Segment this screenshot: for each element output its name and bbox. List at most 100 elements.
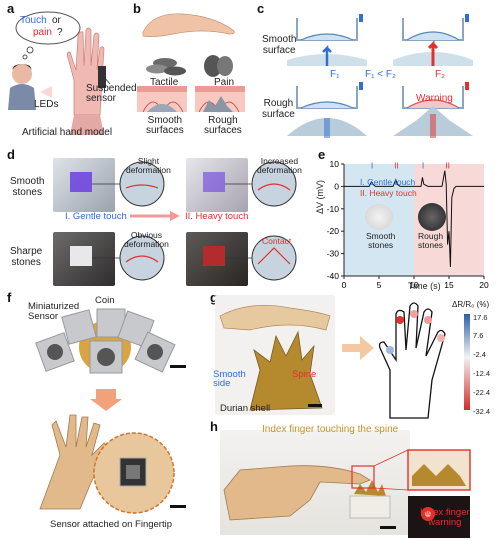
- panel-g-illustration: [219, 302, 470, 419]
- y-tick-label: -10: [327, 204, 340, 214]
- d-heavy-label: II. Heavy touch: [185, 211, 249, 222]
- h-warn-label: Index finger warning: [420, 507, 470, 528]
- suspended-sensor-module: [98, 66, 106, 88]
- panel-a-illustration: [8, 11, 111, 135]
- d-slight-label: Slight deformation: [126, 156, 171, 175]
- force-f1-arrow: [322, 44, 332, 66]
- b-smooth-label: Smooth surfaces: [146, 115, 184, 136]
- zoom-box-small: [351, 465, 375, 489]
- a-sensor-label: Suspended sensor: [86, 83, 137, 104]
- durian-shell: [249, 330, 323, 411]
- panel-f-illustration: [35, 308, 186, 514]
- y-tick-label: 0: [334, 181, 339, 191]
- blue-led-icon: [359, 14, 363, 22]
- hand-icon: [142, 13, 235, 38]
- e-xlabel: Time (s): [408, 281, 441, 291]
- artificial-hand: [66, 27, 105, 116]
- panel-label-b: b: [133, 1, 141, 16]
- g-cb-title: ΔR/R₀ (%): [452, 300, 490, 309]
- g-shell-label: Durian shell: [220, 403, 271, 414]
- colorbar: [464, 314, 470, 410]
- warning-photo: [408, 496, 470, 538]
- c-smooth-label: Smooth surface: [262, 34, 297, 56]
- g-cb-tick-5: -32.4: [473, 407, 491, 416]
- middle-sensor-dot: [410, 310, 418, 318]
- panel-label-c: c: [257, 1, 265, 16]
- panel-d-overlays: [70, 161, 297, 281]
- d-sharpe-label: Sharpe stones: [10, 246, 43, 268]
- f-attached-label: Sensor attached on Fingertip: [50, 519, 172, 530]
- d-smooth-label: Smooth stones: [10, 176, 45, 198]
- panel-c-illustration: [287, 14, 473, 138]
- y-tick-label: -40: [327, 271, 340, 281]
- c-compare-label: F₁ < F₂: [365, 69, 396, 80]
- peak-marker: I: [422, 160, 424, 170]
- x-tick-label: 20: [479, 280, 489, 290]
- force-f2-arrow: [427, 40, 439, 66]
- wooden-hand-h: [223, 465, 371, 521]
- panel-h-illustration: [223, 449, 471, 538]
- panel-label-e: e: [318, 147, 326, 162]
- pinky-sensor-dot: [437, 334, 445, 342]
- thought-cloud: [15, 11, 81, 45]
- panel-label-h: h: [210, 419, 218, 434]
- panel-label-g: g: [210, 290, 218, 305]
- b-tactile-label: Tactile: [150, 77, 179, 88]
- index-sensor-dot: [396, 316, 404, 324]
- panel-label-d: d: [7, 147, 15, 162]
- series-line-0: [344, 170, 484, 268]
- x-tick-label: 5: [377, 280, 382, 290]
- smooth-stones-photo: [365, 204, 393, 230]
- c-warning-label: Warning: [416, 93, 453, 104]
- d-gentle-label: I. Gentle touch: [65, 211, 127, 222]
- x-tick-label: 0: [342, 280, 347, 290]
- g-smooth-label: Smooth side: [213, 369, 246, 389]
- panel-b-illustration: [137, 13, 245, 113]
- a-leds-label: LEDs: [34, 99, 59, 110]
- f-coin-label: Coin: [95, 295, 115, 306]
- g-spine-label: Spine: [292, 369, 317, 380]
- y-tick-label: -20: [327, 226, 340, 236]
- d-obvious-label: Obvious deformation: [124, 230, 169, 249]
- e-ylabel: ΔV (mV): [315, 179, 325, 214]
- g-cb-tick-4: -22.4: [473, 388, 491, 397]
- x-tick-label: 15: [444, 280, 454, 290]
- e-legend-heavy: II. Heavy touch: [360, 188, 417, 198]
- rough-stone-icon: [204, 55, 222, 77]
- a-or-label: or: [52, 15, 61, 26]
- b-rough-label: Rough surfaces: [204, 115, 242, 136]
- thumb-sensor-dot: [386, 346, 394, 354]
- g-cb-tick-3: -12.4: [473, 369, 491, 378]
- a-pain-label: pain: [33, 27, 52, 38]
- a-question-label: ?: [57, 27, 63, 38]
- red-led-icon: [465, 82, 469, 90]
- panel-label-f: f: [7, 290, 12, 305]
- h-title: Index finger touching the spine: [262, 424, 399, 435]
- peak-marker: II: [394, 160, 399, 170]
- g-cb-tick-0: 17.6: [473, 313, 488, 322]
- c-rough-label: Rough surface: [262, 98, 295, 120]
- peak-marker: II: [445, 160, 450, 170]
- c-f1-label: F₁: [330, 69, 340, 80]
- c-f2-label: F₂: [435, 69, 445, 80]
- g-cb-tick-2: -2.4: [473, 350, 486, 359]
- e-legend-gentle: I. Gentle touch: [360, 177, 416, 187]
- d-increased-label: Increased deformation: [257, 156, 302, 175]
- y-tick-label: -30: [327, 249, 340, 259]
- y-tick-label: 10: [330, 159, 340, 169]
- e-rough-label: Rough stones: [418, 231, 444, 250]
- mini-sensor-1: [61, 309, 97, 345]
- peak-marker: I: [371, 160, 373, 170]
- ring-sensor-dot: [424, 316, 432, 324]
- rough-stones-photo: [418, 203, 446, 231]
- x-tick-label: 10: [409, 280, 419, 290]
- b-pain-label: Pain: [214, 77, 235, 88]
- durian-block: [349, 495, 391, 519]
- f-mini-label: Miniaturized Sensor: [28, 301, 80, 322]
- g-cb-tick-1: 7.6: [473, 331, 484, 340]
- a-model-label: Artificial hand model: [22, 127, 113, 138]
- d-contact-label: Contact: [262, 236, 292, 246]
- person-head: [12, 64, 32, 84]
- e-smooth-label: Smooth stones: [366, 231, 396, 250]
